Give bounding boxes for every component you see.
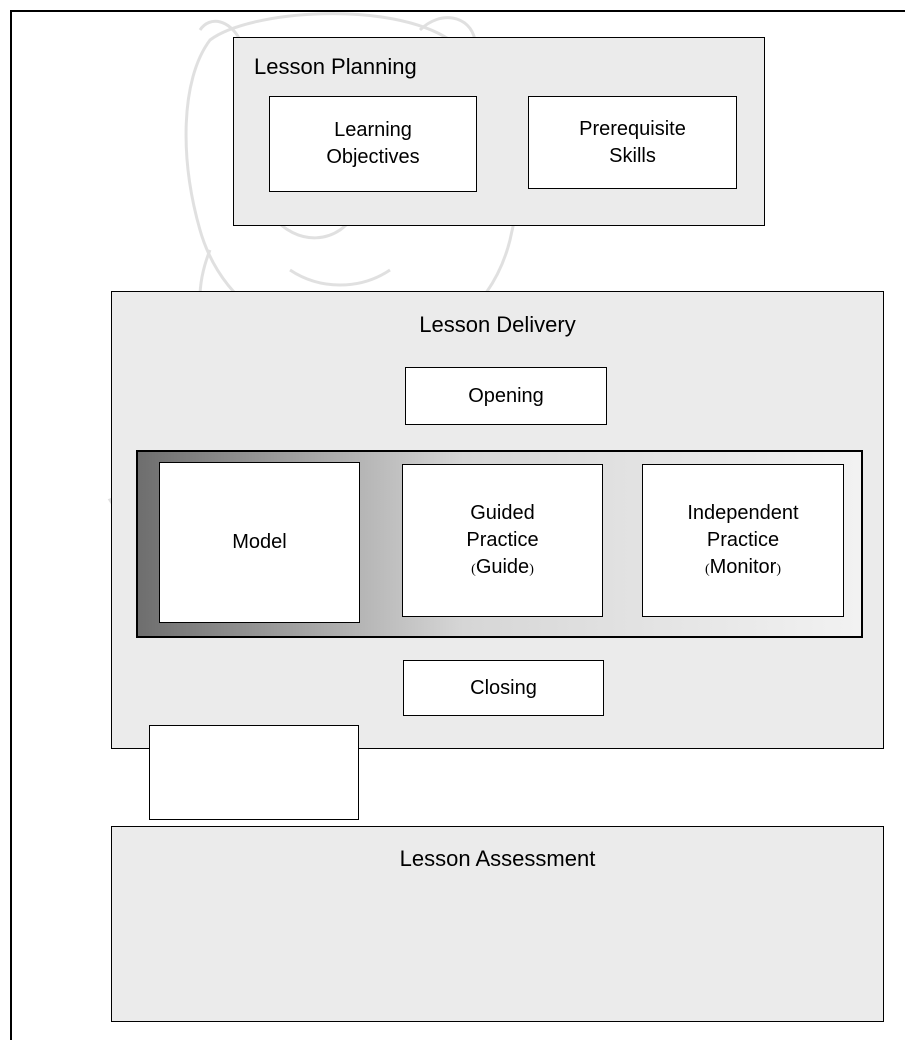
guided-practice-sub-text: Guide: [475, 556, 530, 578]
independent-practice-line-2: Practice: [706, 529, 780, 551]
opening-label: Opening: [468, 384, 544, 407]
mastery-box: [149, 725, 359, 820]
lesson-delivery-title: Lesson Delivery: [419, 312, 576, 337]
independent-practice-sub: (Monitor): [704, 556, 782, 578]
independent-practice-line-1: Independent: [687, 502, 799, 524]
independent-practice-box: Independent Practice (Monitor): [642, 464, 844, 617]
model-box: Model: [159, 462, 360, 623]
learning-objectives-box: Learning Objectives: [269, 96, 477, 192]
independent-practice-label: Independent Practice (Monitor): [687, 500, 798, 581]
lesson-assessment-panel: [111, 826, 884, 1022]
closing-box: Closing: [403, 660, 604, 716]
closing-label: Closing: [470, 676, 537, 699]
guided-practice-line-1: Guided: [470, 502, 535, 524]
prerequisite-skills-label: Prerequisite Skills: [579, 116, 686, 170]
prerequisite-skills-box: Prerequisite Skills: [528, 96, 737, 189]
guided-practice-sub: (Guide): [471, 556, 534, 578]
guided-practice-box: Guided Practice (Guide): [402, 464, 603, 617]
prerequisite-skills-line-2: Skills: [609, 144, 656, 167]
learning-objectives-label: Learning Objectives: [326, 117, 419, 171]
opening-box: Opening: [405, 367, 607, 425]
guided-practice-line-2: Practice: [466, 529, 539, 551]
guided-practice-label: Guided Practice (Guide): [466, 500, 538, 581]
lesson-planning-title: Lesson Planning: [254, 54, 417, 79]
diagram-frame: [10, 10, 905, 1040]
learning-objectives-line-2: Objectives: [326, 146, 420, 168]
learning-objectives-line-1: Learning: [334, 119, 412, 141]
independent-practice-sub-text: Monitor: [709, 556, 777, 578]
prerequisite-skills-line-1: Prerequisite: [579, 117, 686, 140]
model-label: Model: [232, 531, 287, 553]
lesson-assessment-title: Lesson Assessment: [399, 846, 596, 871]
